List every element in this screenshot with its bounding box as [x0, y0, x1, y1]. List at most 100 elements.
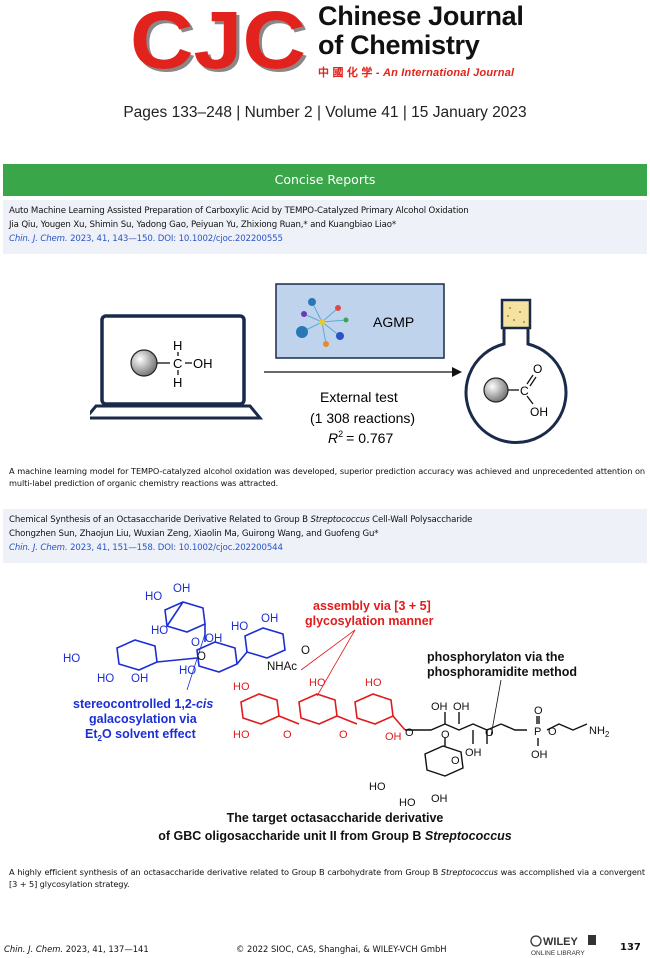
label-oh-c5: OH [431, 793, 448, 805]
article-2-cite-rest: 2023, 41, 151—158. DOI: 10.1002/cjoc.202… [67, 543, 283, 553]
label-oh-r1: OH [385, 731, 402, 743]
label-ho-r4: HO [365, 677, 382, 689]
issue-line: Pages 133–248 | Number 2 | Volume 41 | 1… [123, 104, 527, 121]
article-2-abstract: A highly efficient synthesis of an octas… [9, 866, 645, 890]
label-o-c6: O [451, 755, 460, 767]
red-trisaccharide-units [240, 693, 406, 731]
alditol-phosphate-chain [405, 712, 588, 777]
label-o-r1: O [283, 729, 292, 741]
footer-copyright: © 2022 SIOC, CAS, Shanghai, & WILEY-VCH … [236, 944, 447, 954]
label-nh2-sub: 2 [605, 730, 610, 739]
label-nh2-text: NH [589, 725, 605, 737]
label-nhac: NHAc [267, 661, 297, 673]
article-2-citation[interactable]: Chin. J. Chem. 2023, 41, 151—158. DOI: 1… [9, 541, 641, 555]
label-ho-r2: HO [233, 729, 250, 741]
footer-citation: Chin. J. Chem. 2023, 41, 137—141 [4, 944, 149, 954]
red-label-line2: glycosylation manner [305, 614, 434, 628]
section-title-bar: Concise Reports [3, 164, 647, 196]
cjc-logo: CJC [130, 2, 306, 76]
label-oh-4: OH [261, 613, 278, 625]
label-ho-2: HO [151, 625, 168, 637]
label-oh-c1: OH [431, 701, 448, 713]
agmp-box: AGMP [275, 283, 445, 359]
blue-label-line1-italic: cis [196, 697, 213, 711]
article-1-authors: Jia Qiu, Yougen Xu, Shimin Su, Yadong Ga… [9, 220, 397, 230]
article-1-graphic: H C OH H AGMP External test (1 308 react… [90, 283, 568, 446]
label-ho-1: HO [145, 591, 162, 603]
blue-sugar-labels: HO OH HO O HO HO OH HO OH HO OH [63, 583, 278, 685]
article-2-cite-journal: Chin. J. Chem. [9, 543, 68, 553]
blue-label-line3-et: Et [85, 727, 98, 741]
article-2-authors: Chongzhen Sun, Zhaojun Liu, Wuxian Zeng,… [9, 529, 379, 539]
blue-label-line1: stereocontrolled 1,2-cis [73, 697, 213, 711]
wiley-logo-sub: ONLINE LIBRARY [531, 950, 585, 957]
journal-subtitle: 中 國 化 学 - An International Journal [318, 64, 514, 80]
graphic-caption-line2-text: of GBC oligosaccharide unit II from Grou… [158, 829, 425, 843]
label-ho-r3: HO [309, 677, 326, 689]
blue-label-line2: galacosylation via [89, 712, 198, 726]
label-o-2: O [197, 651, 206, 663]
blue-galactose-units [116, 601, 286, 673]
group-oh: OH [193, 356, 213, 371]
article-2-title[interactable]: Chemical Synthesis of an Octasaccharide … [9, 513, 641, 527]
label-oh-c3: OH [465, 747, 482, 759]
label-nh2: NH2 [589, 725, 610, 739]
graphic-caption-line1: The target octasaccharide derivative [227, 811, 444, 825]
chain-labels: O OH OH O OH O O P O OH NH2 HO HO OH O [369, 701, 610, 809]
footer-cite-rest: 2023, 41, 137—141 [63, 944, 149, 954]
article-1-cite-journal: Chin. J. Chem. [9, 234, 68, 244]
r2-label: R2= 0.767 [328, 429, 393, 446]
laptop-icon [90, 314, 264, 420]
article-2-title-pre: Chemical Synthesis of an Octasaccharide … [9, 515, 311, 525]
blue-label-line1-text: stereocontrolled 1,2- [73, 697, 196, 711]
label-o-3: O [301, 645, 310, 657]
masthead: CJC Chinese Journal of Chemistry 中 國 化 学… [0, 0, 650, 100]
agmp-label: AGMP [373, 314, 414, 330]
graphic-caption-line2: of GBC oligosaccharide unit II from Grou… [158, 829, 512, 843]
label-oh-c4: OH [531, 749, 548, 761]
article-2-title-post: Cell-Wall Polysaccharide [369, 515, 473, 525]
reaction-arrow [264, 367, 462, 377]
label-oh-2: OH [131, 673, 148, 685]
round-bottom-flask-icon: C O OH [464, 298, 568, 445]
substrate-alcohol: H C OH H [130, 338, 213, 390]
article-2-abstract-pre: A highly efficient synthesis of an octas… [9, 867, 441, 877]
article-2-graphic: HO OH HO O HO HO OH HO OH HO OH O NHAc O… [63, 583, 610, 843]
label-p: P [534, 726, 541, 738]
label-o-c2: O [441, 729, 450, 741]
page-footer: Chin. J. Chem. 2023, 41, 137—141 © 2022 … [0, 930, 650, 958]
page-number: 137 [620, 942, 641, 953]
black-sugar-labels: O NHAc O [197, 645, 310, 673]
journal-name-line1: Chinese Journal [318, 1, 524, 31]
cjc-logo-text: CJC [130, 2, 306, 76]
label-o-c3: O [485, 727, 494, 739]
article-2-abstract-italic: Streptococcus [440, 867, 498, 877]
article-1-abstract: A machine learning model for TEMPO-catal… [9, 466, 645, 488]
product-atom-o: O [533, 362, 542, 376]
article-2-meta: Chemical Synthesis of an Octasaccharide … [3, 509, 647, 563]
black-label-line2: phosphoramidite method [427, 665, 577, 679]
article-1-title[interactable]: Auto Machine Learning Assisted Preparati… [9, 206, 469, 216]
product-atom-c: C [520, 384, 529, 398]
label-ho-4: HO [97, 673, 114, 685]
label-ho-3: HO [63, 653, 80, 665]
red-sugar-labels: HO HO O HO O HO OH [233, 677, 402, 743]
article-1-meta: Auto Machine Learning Assisted Preparati… [3, 200, 647, 254]
r2-superscript: 2 [338, 429, 343, 439]
label-ho-6: HO [231, 621, 248, 633]
external-test-label: External test [320, 389, 398, 405]
r2-symbol: R [328, 430, 338, 446]
journal-name-line2: of Chemistry [318, 30, 480, 60]
footer-cite-journal: Chin. J. Chem. [4, 944, 64, 954]
label-o-1: O [191, 637, 200, 649]
atom-c: C [173, 356, 182, 371]
article-1-citation[interactable]: Chin. J. Chem. 2023, 41, 143—150. DOI: 1… [9, 232, 641, 246]
article-2-abstract-post: was accomplished via a convergent [3 + 5… [9, 867, 645, 889]
atom-h-bottom: H [173, 375, 182, 390]
label-o-r2: O [339, 729, 348, 741]
label-ho-c2: HO [399, 797, 416, 809]
label-ho-r1: HO [233, 681, 250, 693]
red-label-line1: assembly via [3 + 5] [313, 599, 431, 613]
atom-h-top: H [173, 338, 182, 353]
journal-subtitle-cn: 中 國 化 学 [318, 67, 373, 79]
